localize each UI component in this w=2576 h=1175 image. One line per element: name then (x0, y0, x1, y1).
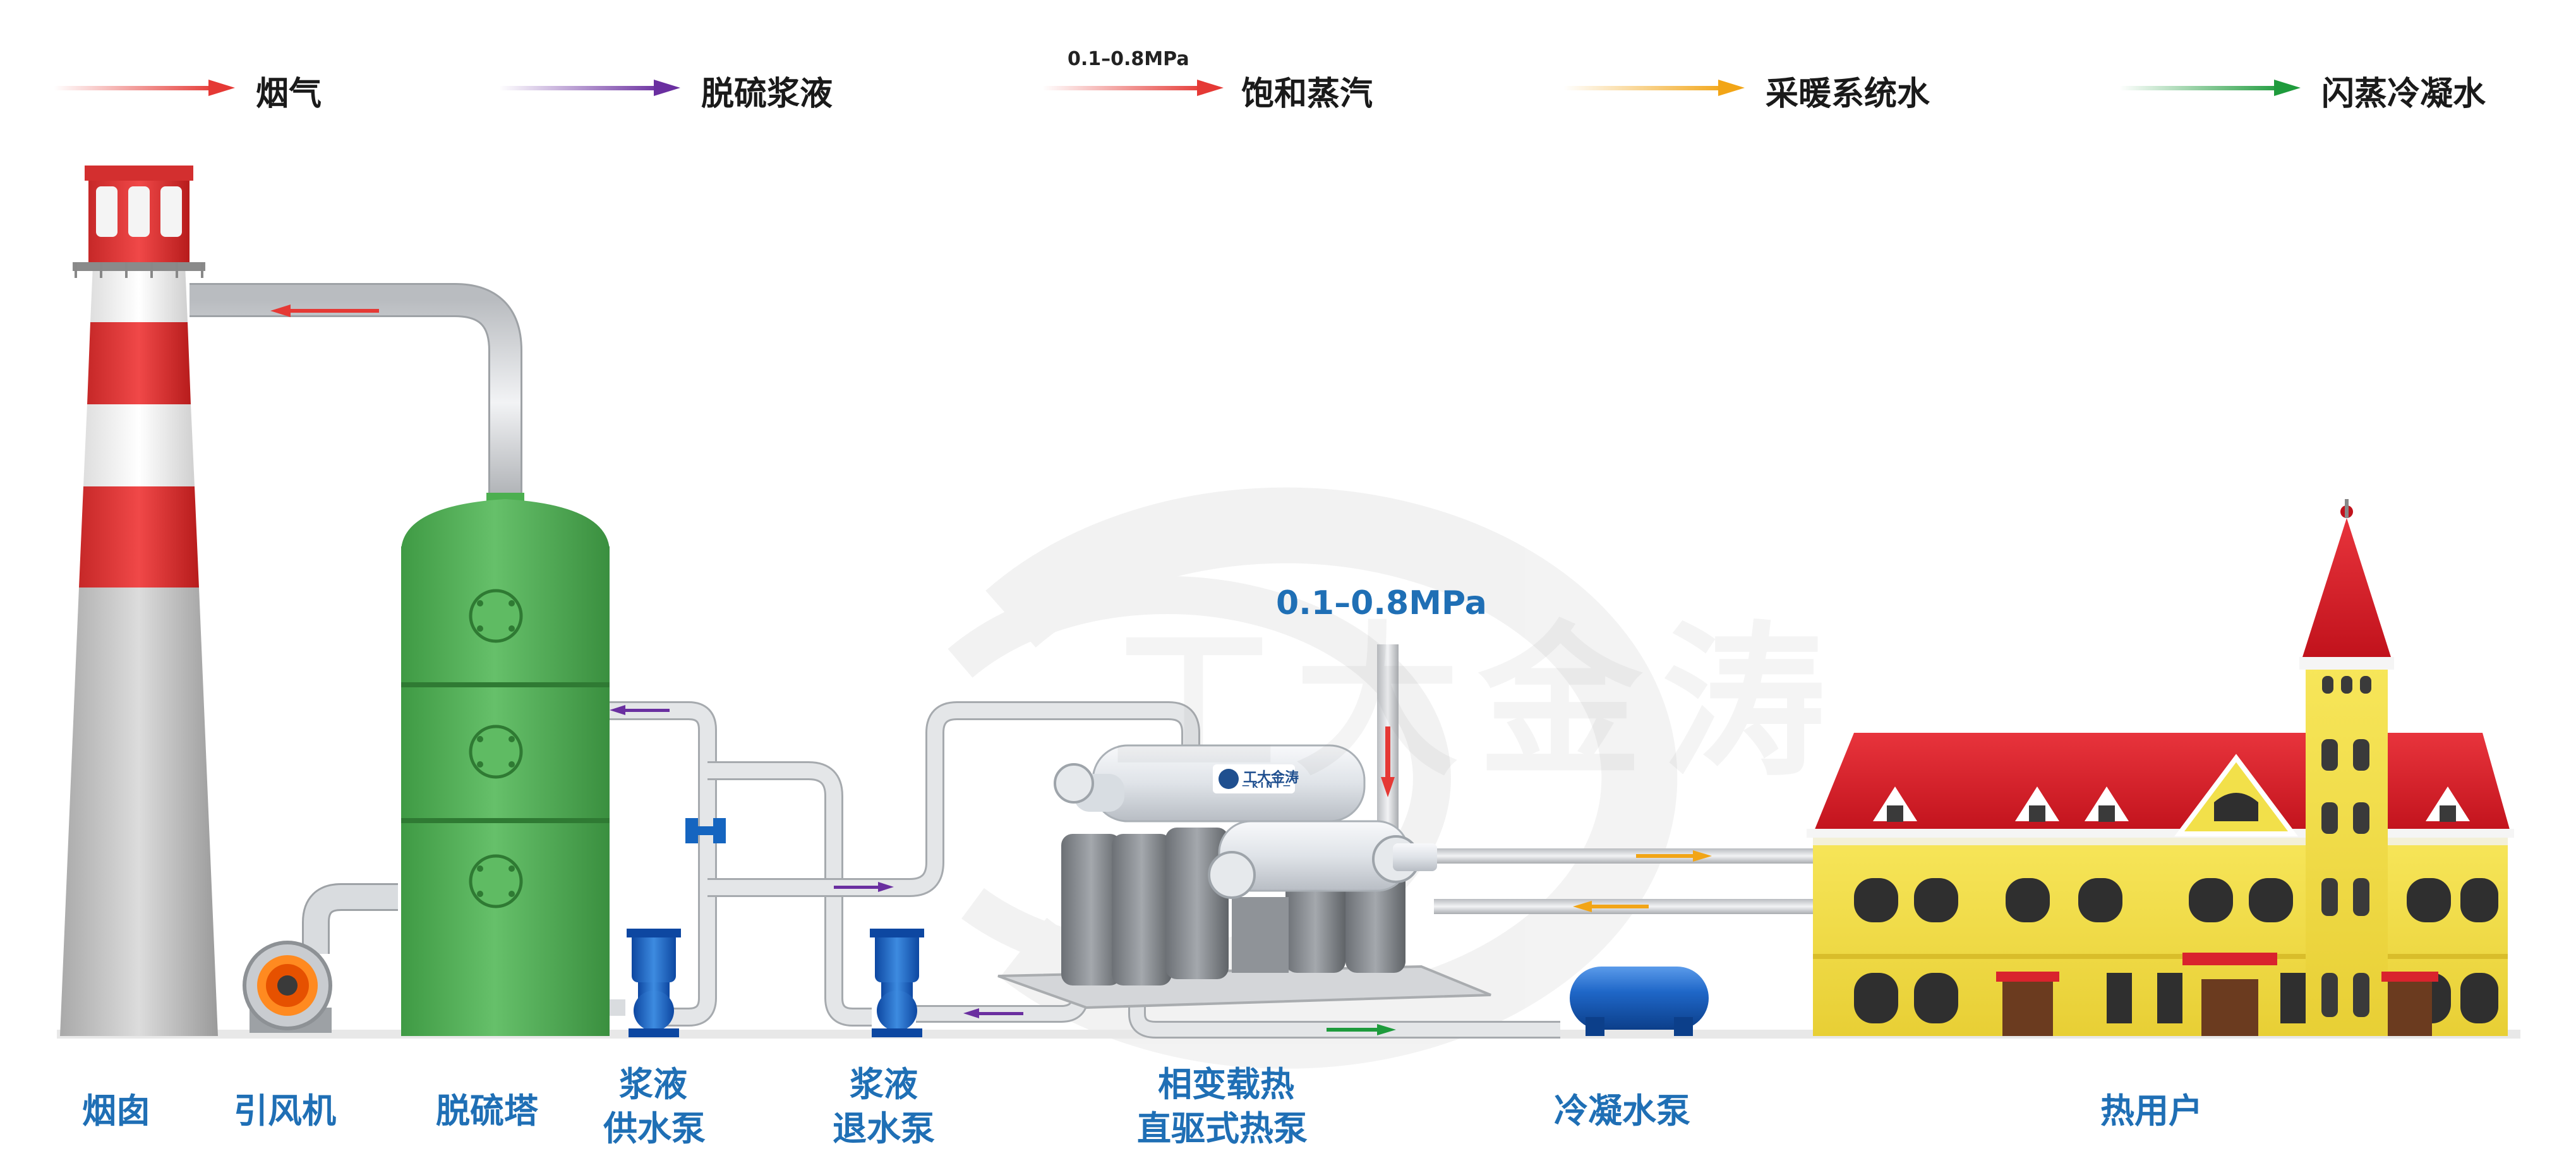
slurry-return-pump (870, 929, 924, 1037)
caption-return-pump-line2: 退水泵 (833, 1109, 935, 1148)
brand-logo-text: 工大金涛 (1243, 770, 1299, 786)
steam-pressure-label: 0.1–0.8MPa (1276, 584, 1487, 622)
valve (685, 818, 726, 843)
legend-arrows (54, 80, 2301, 96)
legend-label-flue-gas: 烟气 (256, 75, 322, 113)
pipes (190, 283, 1813, 1039)
chimney (60, 166, 218, 1036)
legend-arrow-saturated-steam (1042, 80, 1224, 96)
desulfurization-tower (401, 493, 610, 1036)
caption-supply-pump-line2: 供水泵 (603, 1109, 706, 1148)
legend-label-desulfurization-slurry: 脱硫浆液 (701, 75, 833, 113)
legend-label-flash-condensate: 闪蒸冷凝水 (2321, 75, 2486, 113)
slurry-supply-pump (627, 929, 681, 1037)
legend-steam-pressure: 0.1–0.8MPa (1068, 48, 1189, 70)
caption-condensate-pump: 冷凝水泵 (1554, 1091, 1690, 1131)
caption-heat-pump-line1: 相变载热 (1158, 1064, 1294, 1104)
legend-arrow-heating-water (1563, 80, 1745, 96)
caption-heat-user: 热用户 (2100, 1091, 2203, 1131)
caption-return-pump-line1: 浆液 (850, 1064, 918, 1104)
caption-supply-pump-line1: 浆液 (619, 1064, 687, 1104)
steam-header (1393, 843, 1437, 871)
condensate-water-tank (1570, 967, 1709, 1036)
caption-tower: 脱硫塔 (436, 1091, 538, 1131)
brand-logo-sub: — K I N T — (1242, 781, 1291, 790)
flow-arrows (270, 304, 1712, 1035)
legend-arrow-desulfurization-slurry (499, 80, 680, 96)
legend-arrow-flue-gas (54, 80, 235, 96)
legend-label-heating-water: 采暖系统水 (1766, 75, 1930, 113)
caption-heat-pump-line2: 直驱式热泵 (1137, 1109, 1308, 1148)
caption-fan: 引风机 (234, 1091, 336, 1131)
caption-chimney: 烟囱 (82, 1091, 150, 1131)
phase-change-heat-pump (997, 744, 1491, 1009)
induced-draft-fan (243, 941, 332, 1033)
legend-label-saturated-steam: 饱和蒸汽 (1241, 75, 1373, 113)
heat-user-building (1807, 499, 2514, 1036)
watermark-text: 工大金涛 (1112, 608, 1845, 798)
legend-arrow-flash-condensate (2119, 80, 2301, 96)
